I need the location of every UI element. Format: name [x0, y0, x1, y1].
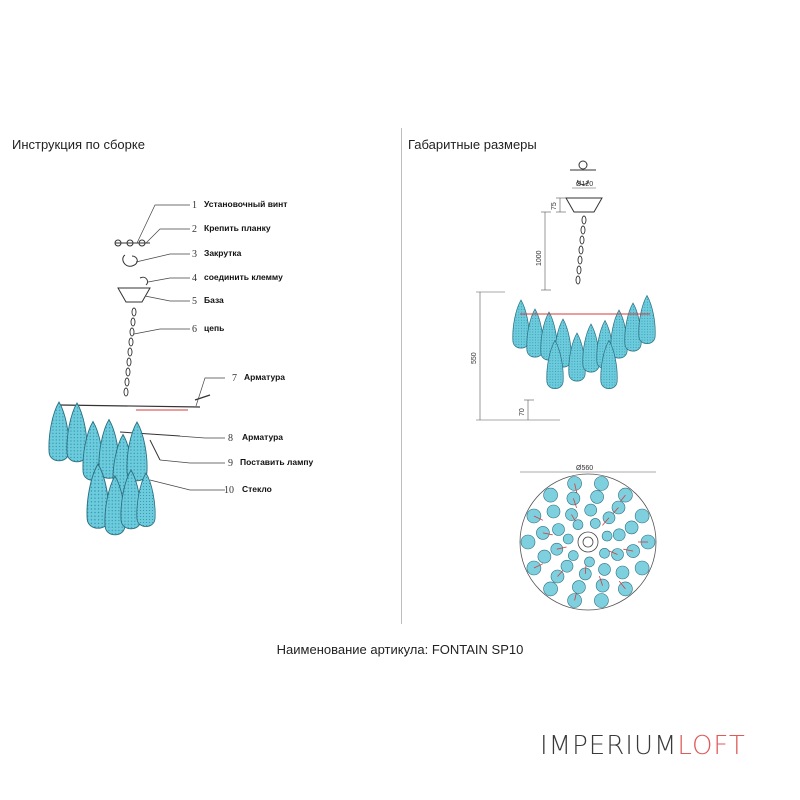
top-petal — [552, 523, 565, 536]
mounting-bracket — [114, 239, 150, 286]
top-petal — [589, 518, 601, 529]
top-petal — [543, 581, 558, 597]
label-1: 1 Установочный винт — [192, 199, 287, 211]
top-petal — [594, 476, 609, 491]
dim-canopy-height: 75 — [551, 202, 558, 210]
chain — [123, 307, 137, 397]
top-frame-arm — [573, 498, 577, 509]
top-petal — [634, 560, 650, 576]
top-frame-arm — [618, 580, 626, 590]
dimension-lines — [476, 187, 596, 421]
top-frame-arm — [574, 483, 578, 494]
top-petal — [594, 593, 609, 608]
top-petal — [584, 556, 595, 568]
logo-part-imperium: IMPERIUM — [540, 731, 678, 761]
side-glass — [512, 295, 656, 390]
logo-part-loft: LOFT — [677, 731, 746, 761]
brand-logo: IMPERIUMLOFT — [540, 731, 746, 761]
top-petal — [612, 528, 626, 542]
label-8: 8 Арматура — [228, 432, 283, 444]
svg-text:Установочный винт: Установочный винт — [204, 199, 287, 209]
top-view-diagram: Ø560 — [519, 465, 657, 611]
top-frame-arm — [599, 575, 603, 586]
label-6: 6 цепь — [192, 323, 224, 335]
dimensions-title: Габаритные размеры — [408, 137, 537, 152]
top-petal — [543, 487, 558, 503]
canopy-base — [117, 287, 151, 303]
section-divider — [401, 128, 402, 624]
top-petal — [615, 565, 630, 580]
top-frame-arm — [608, 550, 618, 555]
top-petal — [572, 580, 586, 594]
svg-text:2: 2 — [192, 224, 197, 235]
label-4: 4 соединить клемму — [192, 272, 283, 284]
dim-chain-length: 1000 — [536, 250, 543, 266]
top-petal — [520, 534, 536, 550]
svg-text:3: 3 — [192, 249, 197, 260]
svg-text:Стекло: Стекло — [242, 484, 272, 494]
top-petal — [572, 519, 584, 531]
top-frame-arm — [556, 546, 567, 550]
top-petal — [598, 563, 611, 576]
top-frame-arm — [533, 563, 544, 569]
top-petal — [624, 520, 639, 535]
svg-text:Арматура: Арматура — [242, 432, 283, 442]
svg-text:9: 9 — [228, 458, 233, 469]
glass-drops — [48, 401, 156, 536]
frame-upper — [59, 394, 211, 411]
svg-text:Поставить лампу: Поставить лампу — [240, 457, 314, 467]
svg-text:Арматура: Арматура — [244, 372, 285, 382]
article-name: Наименование артикула: FONTAIN SP10 — [276, 642, 524, 657]
top-petal — [599, 547, 610, 559]
top-petal — [584, 503, 598, 517]
svg-text:6: 6 — [192, 324, 197, 335]
top-petal — [601, 530, 613, 542]
svg-text:База: База — [204, 295, 224, 305]
top-petal — [560, 559, 574, 573]
svg-text:7: 7 — [232, 373, 237, 384]
svg-text:1: 1 — [192, 200, 197, 211]
label-2: 2 Крепить планку — [192, 223, 271, 235]
leader-lines — [133, 204, 225, 491]
label-5: 5 База — [192, 295, 224, 307]
label-9: 9 Поставить лампу — [228, 457, 314, 469]
label-3: 3 Закрутка — [192, 248, 242, 260]
top-view-rings — [520, 476, 656, 608]
top-outline — [519, 473, 657, 611]
assembly-diagram: 1 Установочный винт 2 Крепить планку 3 Закр… — [48, 199, 314, 536]
side-view-diagram: Ø120 75 1000 550 70 — [471, 160, 656, 421]
svg-text:Крепить планку: Крепить планку — [204, 223, 271, 233]
svg-text:5: 5 — [192, 296, 197, 307]
svg-text:соединить клемму: соединить клемму — [204, 272, 283, 282]
top-petal — [562, 533, 574, 545]
svg-text:цепь: цепь — [204, 323, 224, 333]
top-petal — [634, 508, 650, 524]
side-chain — [575, 215, 587, 285]
dim-overall-diameter: Ø560 — [576, 465, 593, 472]
label-10: 10 Стекло — [224, 484, 272, 496]
top-petal — [590, 490, 604, 504]
dim-bottom-offset: 70 — [519, 408, 526, 416]
dim-body-height: 550 — [471, 352, 478, 364]
top-frame-arm — [602, 517, 610, 526]
top-frame-arm — [542, 532, 553, 536]
top-petal — [567, 550, 579, 561]
top-petal — [537, 549, 552, 564]
side-canopy — [565, 160, 603, 213]
svg-text:Закрутка: Закрутка — [204, 248, 242, 258]
top-frame-arm — [533, 515, 544, 521]
top-petal — [546, 504, 561, 519]
svg-text:10: 10 — [224, 485, 234, 496]
frame-lower — [119, 431, 181, 461]
top-frame-arm — [623, 548, 634, 552]
svg-text:4: 4 — [192, 273, 197, 284]
svg-text:8: 8 — [228, 433, 233, 444]
label-7: 7 Арматура — [232, 372, 285, 384]
assembly-title: Инструкция по сборке — [12, 137, 145, 152]
dim-canopy-diameter: Ø120 — [576, 181, 593, 188]
